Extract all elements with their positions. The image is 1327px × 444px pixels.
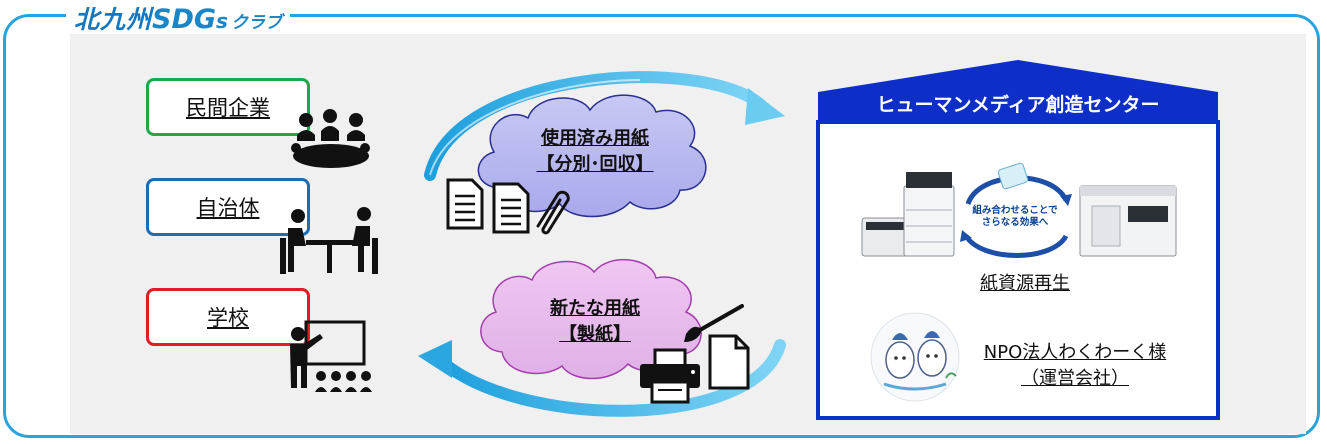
center-title: ヒューマンメディア創造センター [876, 94, 1160, 116]
consultation-icon [280, 207, 378, 274]
org-government-label: 自治体 [196, 196, 260, 220]
paperclip-icon [536, 190, 570, 235]
machines-illustration [861, 162, 1177, 258]
printer-icon [640, 348, 700, 404]
cycle-label: 組み合わせることで さらなる効果へ [972, 205, 1058, 228]
document-icon [446, 178, 484, 230]
collection-cloud-text: 使用済み用紙 【分別･回収】 [520, 126, 670, 178]
org-school-box: 学校 [146, 288, 310, 346]
org-company-box: 民間企業 [146, 78, 310, 136]
npo-label: NPO法人わくわーく様 （運営会社） [983, 342, 1167, 389]
recycle-label: 紙資源再生 [980, 273, 1070, 294]
teacher-class-icon [290, 320, 372, 392]
outer-frame [3, 14, 1320, 438]
collection-line1: 使用済み用紙 [541, 128, 649, 149]
meeting-people-icon [291, 109, 370, 168]
brand-logo: 北九州 SDG s クラブ [66, 0, 290, 35]
org-school-label: 学校 [207, 306, 249, 330]
org-government-box: 自治体 [146, 178, 310, 236]
collection-line2: 【分別･回収】 [536, 154, 654, 175]
paintbrush-icon [684, 304, 744, 342]
npo-mascot-image [870, 312, 960, 402]
document-icon-2 [492, 182, 530, 234]
collection-cloud [477, 94, 707, 218]
production-cloud-text: 新たな用紙 【製紙】 [520, 296, 670, 348]
org-company-label: 民間企業 [186, 96, 270, 120]
production-cloud [480, 258, 702, 380]
blank-paper-icon [708, 334, 750, 390]
production-arrow [418, 339, 786, 417]
production-line1: 新たな用紙 [550, 298, 640, 319]
collection-arrow [424, 71, 785, 181]
production-line2: 【製紙】 [559, 324, 631, 345]
